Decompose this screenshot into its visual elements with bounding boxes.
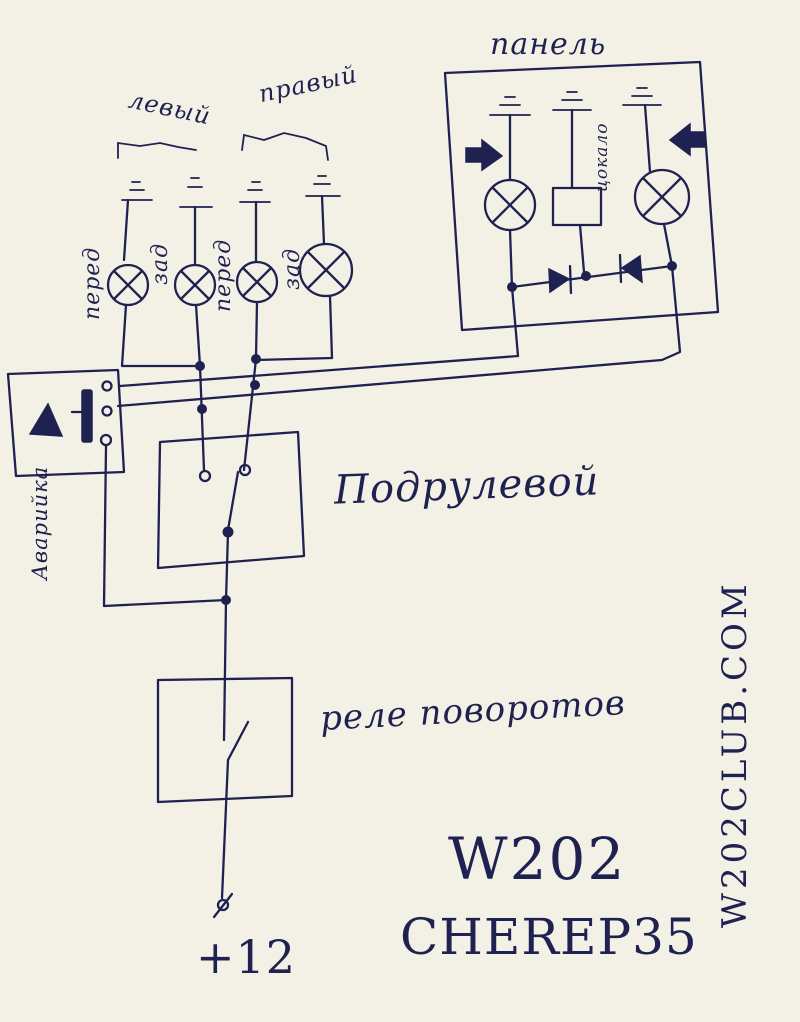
hazard-label: Аварийка <box>28 465 52 580</box>
hazard-triangle-icon <box>28 402 64 437</box>
front-right-label: перед <box>211 238 236 312</box>
front-left-label: перед <box>80 246 105 320</box>
terminal <box>216 898 230 912</box>
ground-symbol <box>121 181 153 201</box>
rear-right-label: зад <box>280 247 305 290</box>
ground-symbol <box>305 175 341 197</box>
hazard-switch-box <box>6 368 126 478</box>
ground-symbol <box>552 91 592 111</box>
panel-left-indicator-lamp <box>483 178 537 232</box>
column-switch-box <box>156 430 306 570</box>
panel-box <box>443 60 720 332</box>
diode-icon <box>618 253 643 284</box>
terminal <box>101 380 113 392</box>
junction-dot <box>581 271 591 281</box>
ground-symbol <box>622 87 662 106</box>
terminal <box>238 463 252 477</box>
socle-label: цокало <box>592 122 612 192</box>
model-label: W202 <box>448 825 627 893</box>
front-left-lamp <box>106 263 150 307</box>
plus12-label: +12 <box>196 930 297 984</box>
terminal <box>99 433 113 447</box>
ground-symbol <box>179 177 213 208</box>
terminal <box>198 469 212 483</box>
author-label: CHEREP35 <box>400 908 698 966</box>
hazard-button-icon <box>70 389 93 443</box>
rear-left-label: зад <box>148 242 173 285</box>
rear-left-lamp <box>173 263 217 307</box>
rear-right-lamp <box>298 242 354 298</box>
relay-box <box>156 676 294 804</box>
site-label: W202CLUB.COM <box>715 580 755 928</box>
column-switch-label: Подрулевой <box>333 458 601 514</box>
panel-right-indicator-lamp <box>633 168 691 226</box>
panel-label: панель <box>490 27 607 62</box>
terminal <box>101 405 113 417</box>
front-right-lamp <box>235 260 279 304</box>
left-arrow-icon <box>465 138 504 172</box>
right-arrow-icon <box>668 122 706 157</box>
ground-symbol <box>239 181 271 203</box>
diode-icon <box>548 264 573 295</box>
socle-lamp <box>551 186 603 227</box>
ground-symbol <box>489 96 531 116</box>
